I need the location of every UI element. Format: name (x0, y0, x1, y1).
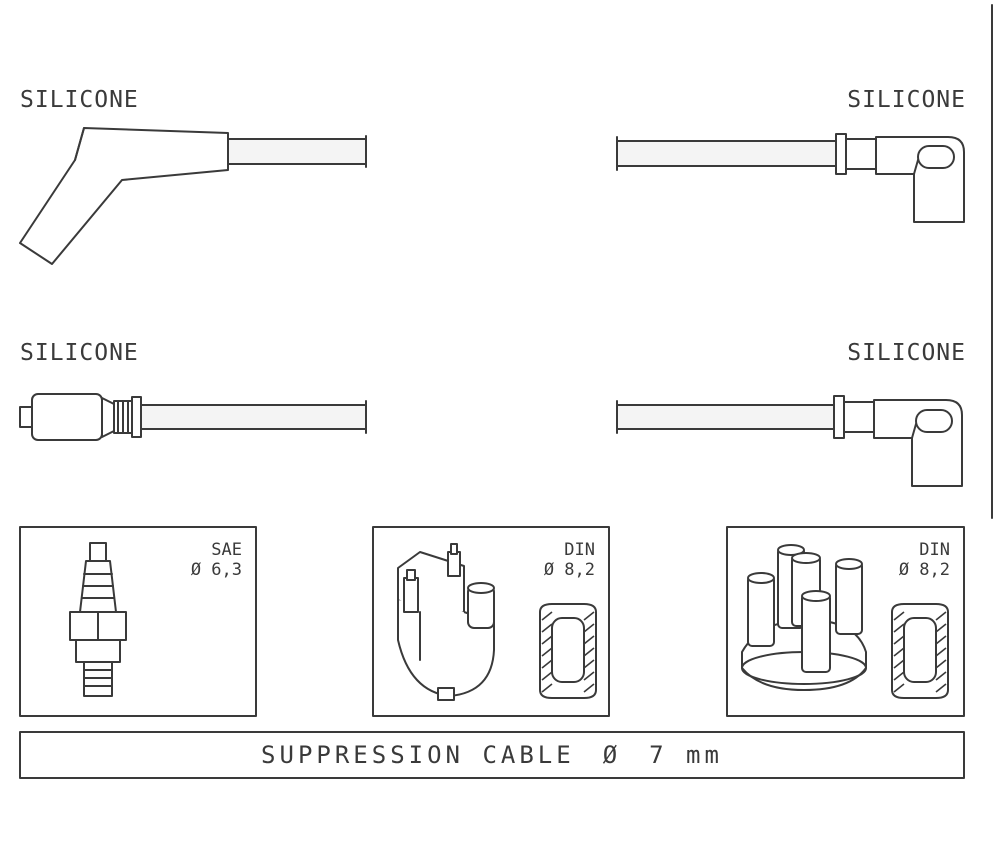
distributor-cap-diameter: Ø 8,2 (898, 560, 950, 580)
diameter-symbol: Ø (602, 741, 622, 769)
bottom-left-straight-plug (19, 393, 367, 441)
suppression-cable-label: SUPPRESSION CABLE (261, 741, 575, 769)
top-right-right-angle-plug (616, 133, 965, 223)
spark-plug-standard-name: SAE (211, 540, 242, 560)
distributor-cap-icon (741, 544, 867, 691)
ignition-coil-standard-name: DIN (564, 540, 595, 560)
suppression-cable-diameter: 7 mm (649, 741, 723, 769)
spark-plug-icon (69, 542, 127, 697)
top-left-material-label: SILICONE (20, 87, 139, 113)
suppression-cable-spec: SUPPRESSION CABLE Ø 7 mm (20, 732, 964, 778)
top-right-material-label: SILICONE (847, 87, 966, 113)
distributor-cap-standard-name: DIN (919, 540, 950, 560)
bottom-right-material-label: SILICONE (847, 340, 966, 366)
din-connector-sleeve-coil-icon (539, 603, 597, 699)
bottom-left-material-label: SILICONE (20, 340, 139, 366)
suppression-cable-box (19, 731, 965, 779)
ignition-coil-diameter: Ø 8,2 (543, 560, 595, 580)
ignition-coil-box (372, 526, 610, 717)
top-left-angled-boot (19, 127, 367, 265)
spark-plug-box (19, 526, 257, 717)
din-connector-sleeve-distributor-icon (891, 603, 949, 699)
bottom-right-right-angle-plug (616, 395, 963, 487)
spark-plug-diameter: Ø 6,3 (190, 560, 242, 580)
ignition-coil-icon (397, 543, 495, 701)
distributor-cap-box (726, 526, 965, 717)
